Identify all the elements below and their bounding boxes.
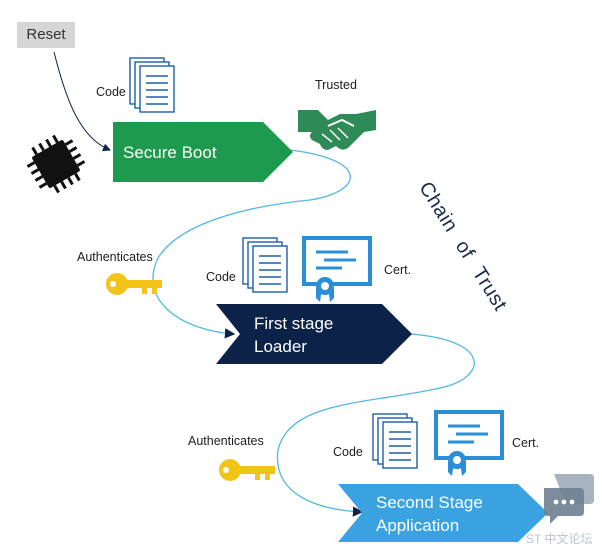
reset-button: Reset: [17, 22, 75, 48]
key-icon: [219, 459, 275, 481]
first-authenticates-label: Authenticates: [77, 250, 153, 264]
second-code-label: Code: [333, 445, 363, 459]
first-code-label: Code: [206, 270, 236, 284]
trusted-label: Trusted: [315, 78, 357, 92]
secure-boot-code-label: Code: [96, 85, 126, 99]
key-icon: [106, 273, 162, 295]
code-document-icon: [242, 237, 288, 293]
curve-secure-to-first: [152, 149, 351, 339]
chat-icon: [544, 474, 594, 524]
certificate-icon: [434, 410, 504, 476]
watermark-text: ST 中文论坛: [526, 532, 593, 546]
handshake-icon: [298, 110, 376, 150]
code-document-icon: [372, 413, 418, 469]
second-stage-box: Second Stage Application: [338, 484, 548, 542]
first-stage-title-line1: First stage: [254, 314, 334, 333]
first-stage-title-line2: Loader: [254, 337, 307, 356]
second-cert-label: Cert.: [512, 436, 540, 450]
second-stage-title-line1: Second Stage: [376, 493, 483, 512]
chip-icon: [26, 134, 86, 194]
secure-boot-box: Secure Boot: [113, 122, 293, 182]
code-document-icon: [129, 57, 175, 113]
first-cert-label: Cert.: [384, 263, 412, 277]
certificate-icon: [302, 236, 372, 302]
first-stage-box: First stage Loader: [216, 304, 412, 364]
secure-boot-title: Secure Boot: [123, 143, 217, 162]
curve-first-to-second: [276, 333, 475, 517]
second-stage-title-line2: Application: [376, 516, 460, 535]
second-authenticates-label: Authenticates: [188, 434, 264, 448]
reset-arrow: [53, 51, 111, 152]
